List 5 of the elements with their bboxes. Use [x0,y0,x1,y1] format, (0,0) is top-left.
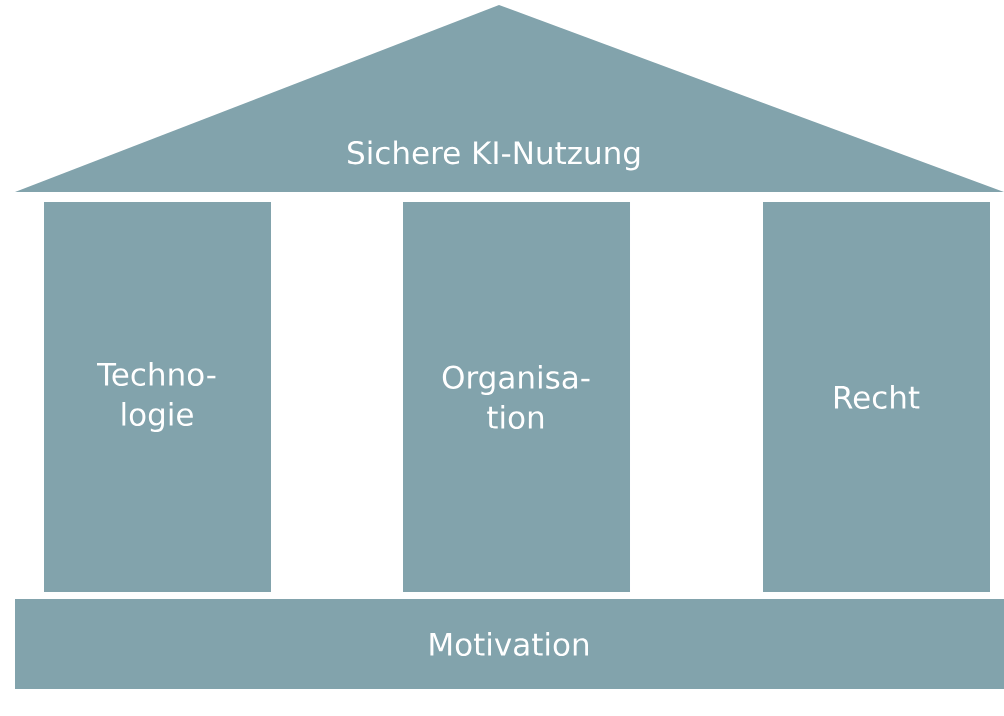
pillar-box: Recht [763,202,990,592]
base-box: Motivation [15,599,1004,689]
roof-triangle: Sichere KI-Nutzung [15,5,1004,192]
pillar-box: Organisa- tion [403,202,630,592]
pillar-box: Techno- logie [44,202,271,592]
